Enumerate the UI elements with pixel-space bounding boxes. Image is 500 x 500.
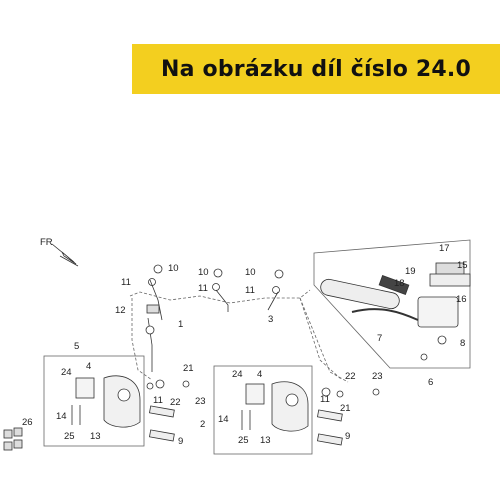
callout-11-d: 11 [153,395,163,406]
callout-19: 19 [405,266,416,277]
callout-24-b: 24 [232,369,243,380]
callout-22-a: 22 [170,397,181,408]
fr-label: FR [40,237,53,248]
callout-25-a: 25 [64,431,75,442]
callout-1: 1 [178,319,184,330]
callout-25-b: 25 [238,435,249,446]
callout-4-a: 4 [86,361,92,372]
callout-6: 6 [428,377,434,388]
callout-10-a: 10 [168,263,179,274]
callout-9-b: 9 [345,431,351,442]
callout-11-c: 11 [245,285,255,296]
caliper-left-box [43,355,190,447]
callout-7: 7 [377,333,383,344]
callout-23-a: 23 [195,396,206,407]
callout-11-b: 11 [198,283,208,294]
callout-8: 8 [460,338,466,349]
callout-16: 16 [456,294,467,305]
master-cylinder-box [313,239,471,369]
callout-18: 18 [394,278,405,289]
callout-12: 12 [115,305,126,316]
callout-4-b: 4 [257,369,263,380]
callout-11-a: 11 [121,277,131,288]
callout-13-b: 13 [260,435,271,446]
callout-26: 26 [22,417,33,428]
clip-parts [3,427,23,451]
callout-10-b: 10 [198,267,209,278]
callout-14-a: 14 [56,411,67,422]
callout-21-a: 21 [183,363,194,374]
brake-hose-mid [212,268,229,312]
callout-15: 15 [457,260,468,271]
banner-text: Na obrázku díl číslo 24.0 [161,56,471,82]
guide-lines [129,289,349,383]
callout-17: 17 [439,243,450,254]
callout-2: 2 [200,419,206,430]
callout-10-c: 10 [245,267,256,278]
callout-21-b: 21 [340,403,351,414]
callout-9-a: 9 [178,436,184,447]
callout-5: 5 [74,341,80,352]
part-number-banner: Na obrázku díl číslo 24.0 [132,44,500,94]
direction-arrow-icon [51,243,79,267]
callout-22-b: 22 [345,371,356,382]
brake-hose-3 [267,269,284,311]
brake-hose-1 [145,264,163,372]
callout-24-a: 24 [61,367,72,378]
callout-3: 3 [268,314,274,325]
callout-23-b: 23 [372,371,383,382]
callout-11-e: 11 [320,394,330,405]
caliper-right-box [213,365,380,455]
callout-13-a: 13 [90,431,101,442]
callout-14-b: 14 [218,414,229,425]
